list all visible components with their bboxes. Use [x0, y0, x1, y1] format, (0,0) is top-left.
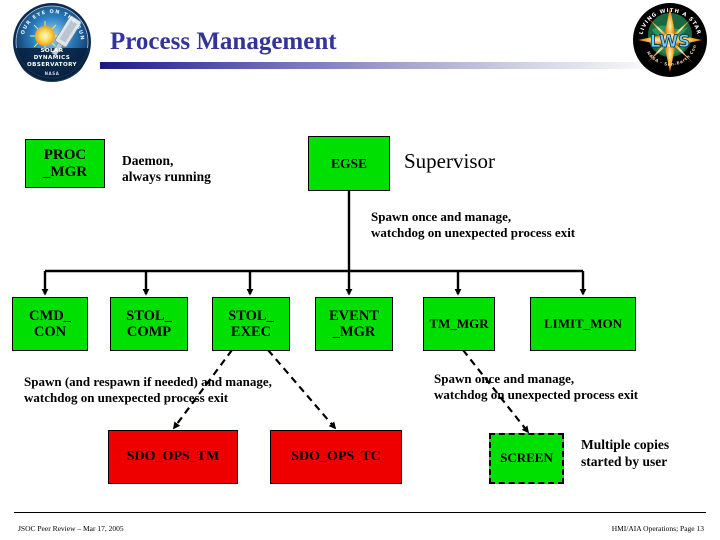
node-screen-label: SCREEN [500, 450, 553, 466]
svg-text:NASA: NASA [45, 71, 60, 76]
node-cmd-con[interactable]: CMD_ CON [12, 297, 88, 351]
label-multiple-copies: Multiple copies started by user [581, 437, 670, 469]
node-event-mgr-label: EVENT _MGR [329, 307, 379, 340]
label-daemon: Daemon, always running [122, 153, 211, 185]
node-tm-mgr-label: TM_MGR [429, 315, 489, 331]
title-divider [100, 62, 656, 69]
node-tm-mgr[interactable]: TM_MGR [423, 297, 495, 351]
node-stol-exec-label: STOL_ EXEC [228, 307, 274, 340]
node-limit-mon-label: LIMIT_MON [544, 315, 622, 331]
page-title: Process Management [110, 28, 337, 55]
svg-text:SOLAR: SOLAR [41, 48, 64, 54]
node-stol-comp-label: STOL_ COMP [126, 307, 172, 340]
footer-right-text: HMI/AIA Operations; Page 13 [611, 524, 704, 533]
label-supervisor: Supervisor [404, 149, 495, 173]
node-sdo-ops-tm-label: SDO_OPS_TM [126, 449, 220, 465]
node-stol-comp[interactable]: STOL_ COMP [110, 297, 188, 351]
svg-text:LWS: LWS [650, 32, 691, 52]
footer-divider [14, 512, 706, 513]
svg-text:DYNAMICS: DYNAMICS [34, 55, 70, 61]
node-limit-mon[interactable]: LIMIT_MON [530, 297, 636, 351]
node-proc-mgr-label: PROC _MGR [42, 146, 88, 180]
node-proc-mgr[interactable]: PROC _MGR [25, 139, 105, 188]
sdo-logo: SOLAR DYNAMICS OBSERVATORY NASA OUR EYE … [12, 2, 92, 82]
sdo-logo-graphic: SOLAR DYNAMICS OBSERVATORY NASA OUR EYE … [13, 3, 91, 82]
node-sdo-ops-tm[interactable]: SDO_OPS_TM [108, 430, 238, 484]
label-spawn-once-top: Spawn once and manage, watchdog on unexp… [371, 209, 576, 240]
node-stol-exec[interactable]: STOL_ EXEC [212, 297, 290, 351]
svg-text:OBSERVATORY: OBSERVATORY [27, 62, 78, 68]
node-screen[interactable]: SCREEN [489, 433, 564, 484]
node-egse-label: EGSE [330, 155, 368, 171]
lws-logo-graphic: LWS LIVING WITH A STAR NASA · Sun–Earth … [632, 2, 707, 77]
label-spawn-respawn: Spawn (and respawn if needed) and manage… [24, 374, 272, 405]
label-spawn-once-bottom: Spawn once and manage, watchdog on unexp… [434, 371, 639, 402]
node-cmd-con-label: CMD_ CON [29, 307, 71, 340]
node-egse[interactable]: EGSE [308, 136, 390, 191]
node-event-mgr[interactable]: EVENT _MGR [315, 297, 393, 351]
lws-logo: LWS LIVING WITH A STAR NASA · Sun–Earth … [632, 2, 708, 78]
node-sdo-ops-tc-label: SDO_OPS_TC [291, 449, 381, 465]
node-sdo-ops-tc[interactable]: SDO_OPS_TC [270, 430, 402, 484]
footer-left-text: JSOC Peer Review – Mar 17, 2005 [18, 524, 124, 533]
